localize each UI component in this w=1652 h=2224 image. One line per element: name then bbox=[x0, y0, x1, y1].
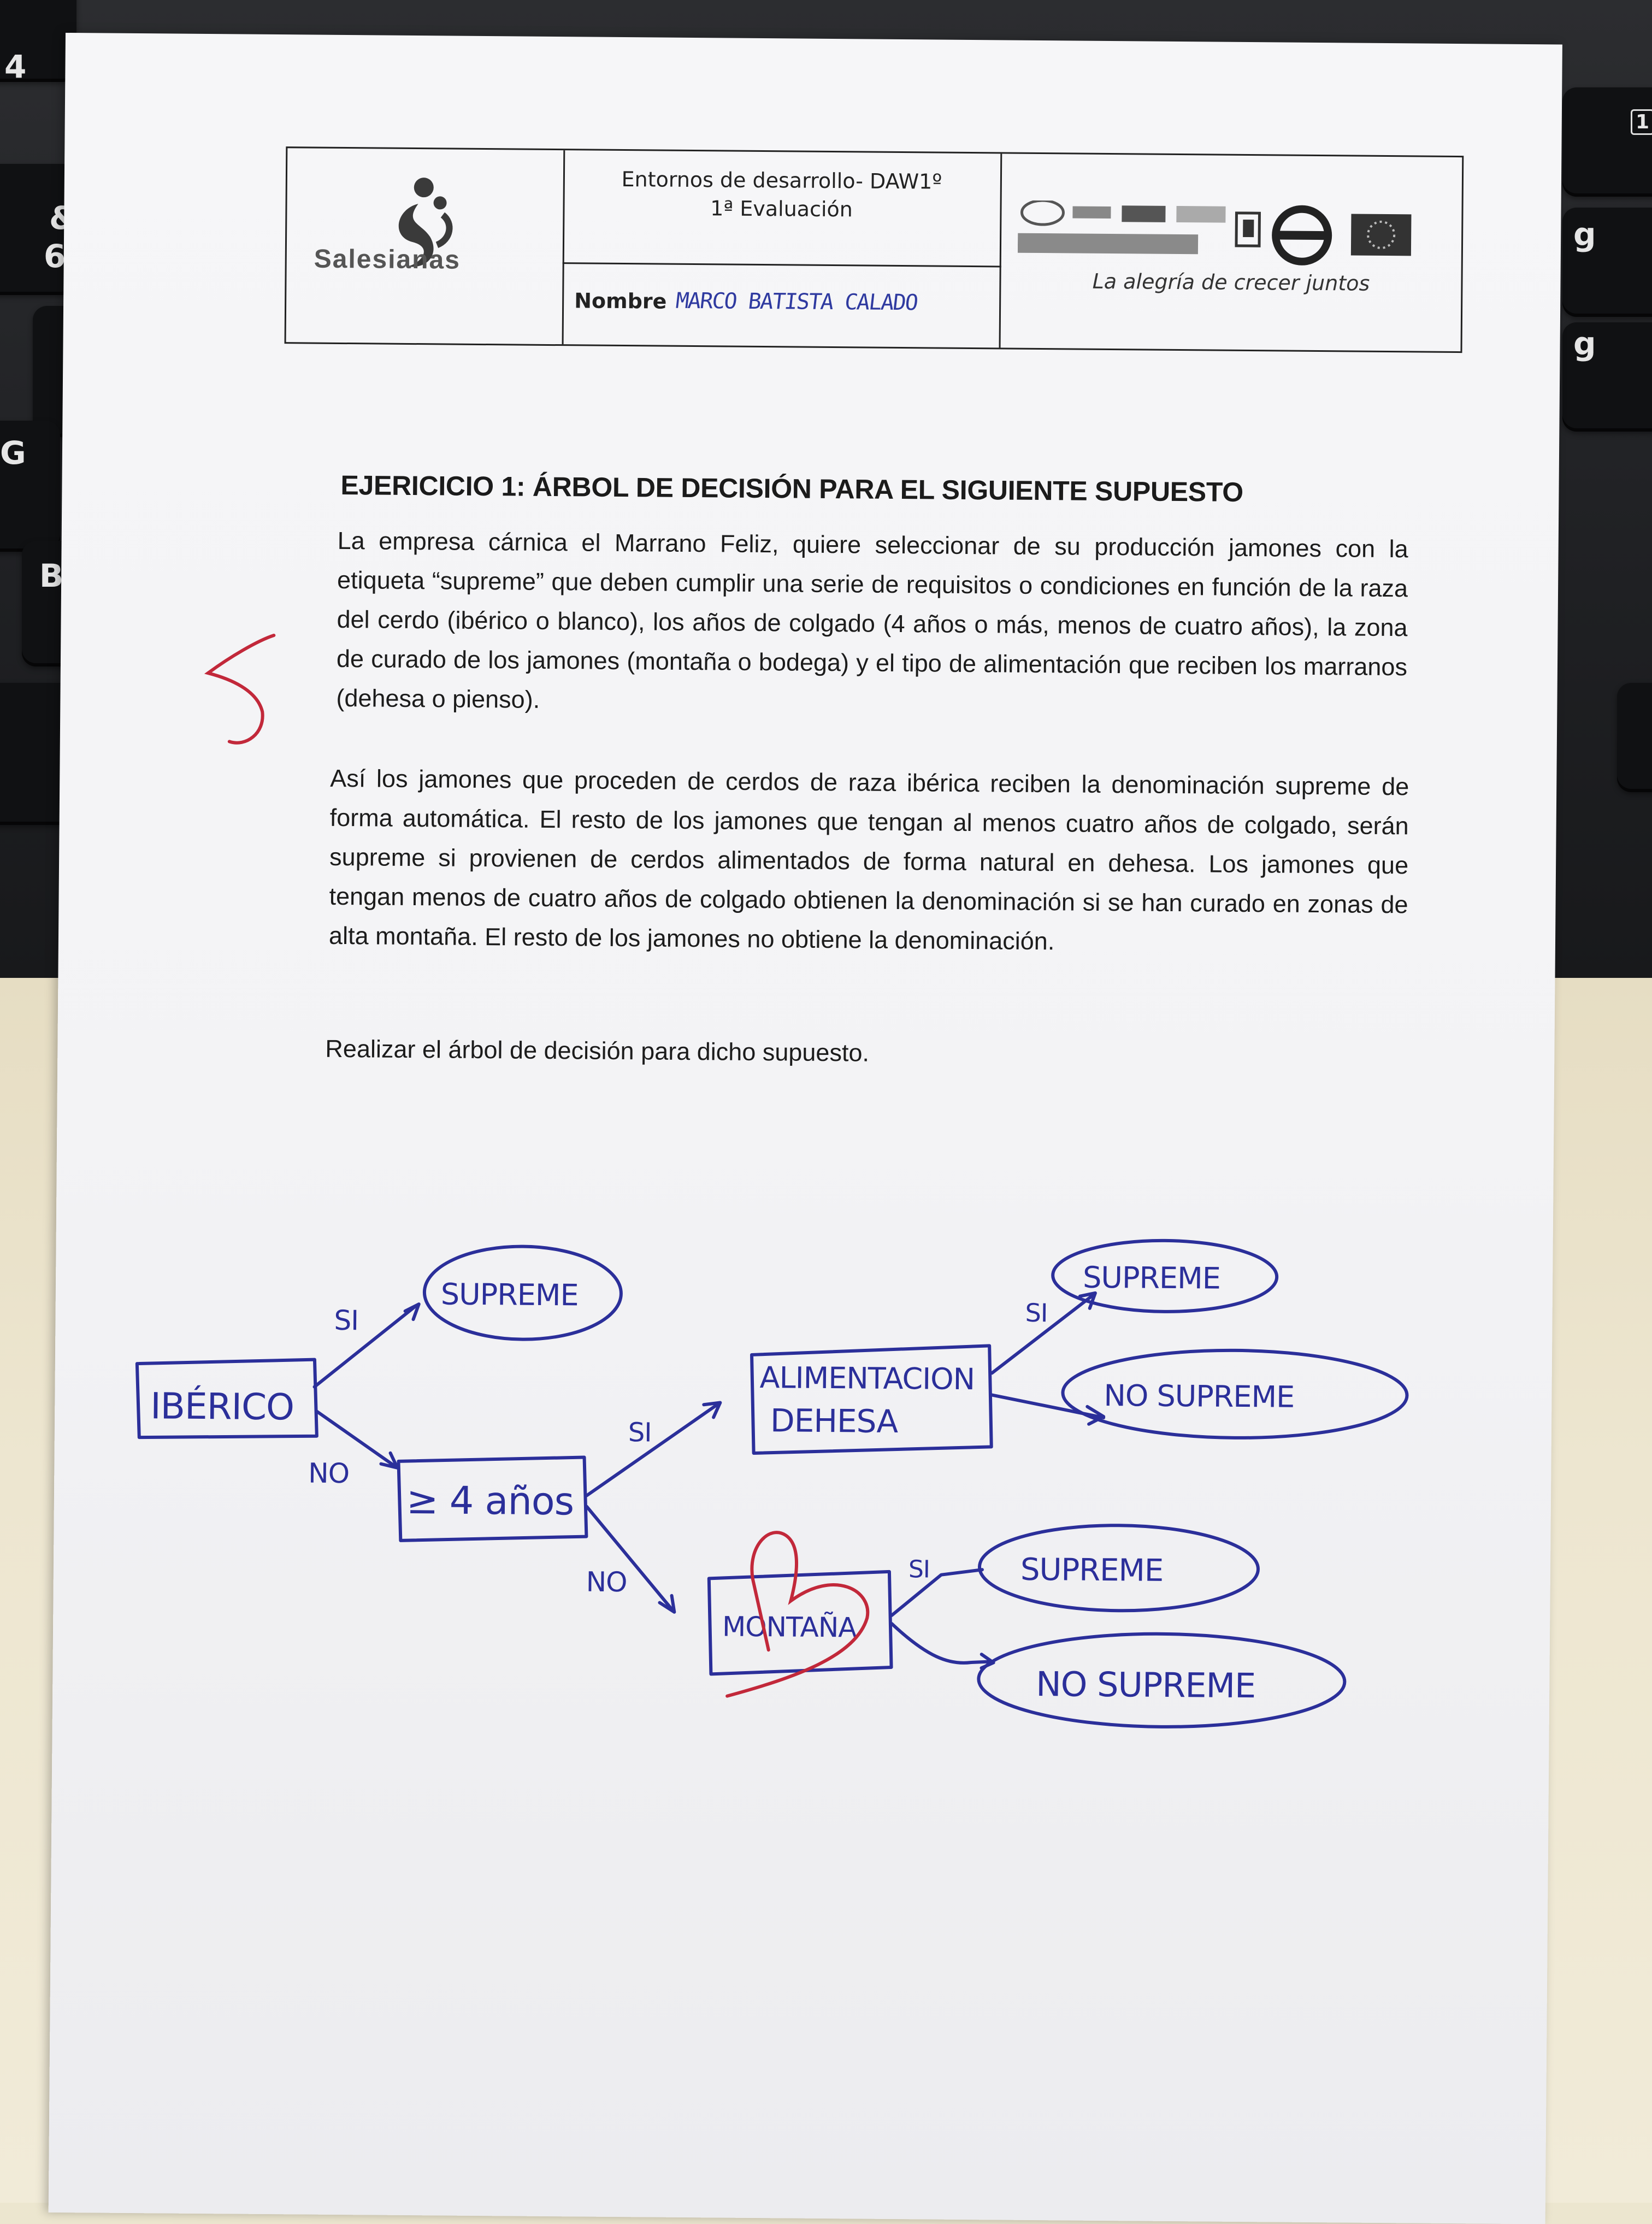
course-title: Entornos de desarrollo- DAW1º bbox=[621, 167, 942, 194]
supreme-oval-1 bbox=[422, 1244, 623, 1341]
keyboard-key bbox=[1562, 87, 1652, 197]
node-no-supreme-1-label: NO SUPREME bbox=[1104, 1378, 1294, 1414]
name-cell: Nombre MARCO BATISTA CALADO bbox=[562, 262, 1001, 348]
no-supreme-oval-1 bbox=[1061, 1348, 1409, 1440]
instruction-text: Realizar el árbol de decisión para dicho… bbox=[325, 1034, 870, 1067]
partner-logos-icon bbox=[1017, 200, 1412, 266]
course-cell: Entornos de desarrollo- DAW1º 1ª Evaluac… bbox=[562, 150, 1002, 268]
keyboard-key bbox=[0, 421, 60, 552]
tagline: La alegría de crecer juntos bbox=[1092, 269, 1370, 296]
edge-si-1 bbox=[312, 1304, 418, 1389]
key-label: G bbox=[0, 434, 26, 471]
exercise-title: EJERICICIO 1: ÁRBOL DE DECISIÓN PARA EL … bbox=[340, 469, 1244, 508]
partners-cell: La alegría de crecer juntos bbox=[1001, 154, 1462, 351]
edge-si-2 bbox=[585, 1402, 721, 1497]
name-label: Nombre bbox=[574, 288, 667, 314]
alimentacion-box bbox=[750, 1344, 993, 1455]
edge-si-4 bbox=[890, 1568, 984, 1617]
node-montana-label: MONTAÑA bbox=[722, 1611, 857, 1644]
supreme-oval-3 bbox=[977, 1524, 1260, 1613]
school-logo-icon bbox=[398, 178, 453, 267]
header-table: Salesianas Entornos de desarrollo- DAW1º… bbox=[284, 146, 1464, 353]
node-supreme-3-label: SUPREME bbox=[1020, 1552, 1164, 1589]
student-name: MARCO BATISTA CALADO bbox=[674, 288, 919, 316]
node-supreme-1-label: SUPREME bbox=[441, 1277, 579, 1312]
node-anos-label: ≥ 4 años bbox=[406, 1478, 574, 1524]
exam-sheet: Salesianas Entornos de desarrollo- DAW1º… bbox=[48, 33, 1562, 2224]
node-alimentacion-label: ALIMENTACION bbox=[759, 1360, 975, 1396]
keyboard-key bbox=[1562, 322, 1652, 432]
edge-label-si-4: SI bbox=[908, 1555, 930, 1583]
key-label: 1 bbox=[1631, 109, 1652, 135]
evaluation-label: 1ª Evaluación bbox=[710, 196, 853, 222]
montana-box bbox=[707, 1570, 893, 1676]
keyboard-key bbox=[1617, 683, 1652, 792]
iberico-box bbox=[135, 1358, 318, 1440]
no-supreme-oval-2 bbox=[977, 1632, 1347, 1729]
keyboard-key bbox=[1562, 208, 1652, 317]
edge-label-no-1: NO bbox=[308, 1458, 349, 1490]
edge-no-4 bbox=[890, 1621, 994, 1665]
key-label: g bbox=[1573, 325, 1596, 362]
node-dehesa-label: DEHESA bbox=[770, 1402, 899, 1440]
edge-no-2 bbox=[585, 1505, 675, 1613]
edge-label-no-2: NO bbox=[586, 1566, 627, 1598]
edge-label-si-1: SI bbox=[334, 1305, 358, 1336]
edge-label-si-3: SI bbox=[1025, 1298, 1047, 1328]
statement-paragraph-2: Así los jamones que proceden de cerdos d… bbox=[328, 764, 1409, 955]
node-iberico-label: IBÉRICO bbox=[150, 1384, 294, 1428]
key-label: 4 bbox=[4, 48, 27, 85]
anos-box bbox=[397, 1455, 588, 1542]
school-logo-cell: Salesianas bbox=[286, 148, 565, 345]
key-label: B bbox=[39, 557, 64, 594]
edge-no-1 bbox=[315, 1409, 398, 1468]
node-supreme-2-label: SUPREME bbox=[1083, 1260, 1220, 1296]
node-no-supreme-2-label: NO SUPREME bbox=[1036, 1664, 1255, 1706]
supreme-oval-2 bbox=[1051, 1238, 1279, 1313]
red-correction-mark bbox=[725, 1531, 870, 1698]
edge-si-3 bbox=[990, 1293, 1095, 1375]
key-label: g bbox=[1573, 216, 1596, 253]
edge-label-si-2: SI bbox=[628, 1417, 652, 1448]
decision-tree-diagram: IBÉRICO SUPREME ≥ 4 años ALIMENTACION DE… bbox=[135, 1238, 1409, 1729]
key-label: 6 bbox=[44, 238, 66, 275]
grade-mark: 5 bbox=[204, 634, 276, 745]
school-name: Salesianas bbox=[314, 244, 461, 275]
keyboard-key bbox=[0, 0, 76, 82]
statement-paragraph-1: La empresa cárnica el Marrano Feliz, qui… bbox=[336, 526, 1408, 713]
edge-no-3 bbox=[990, 1393, 1106, 1420]
